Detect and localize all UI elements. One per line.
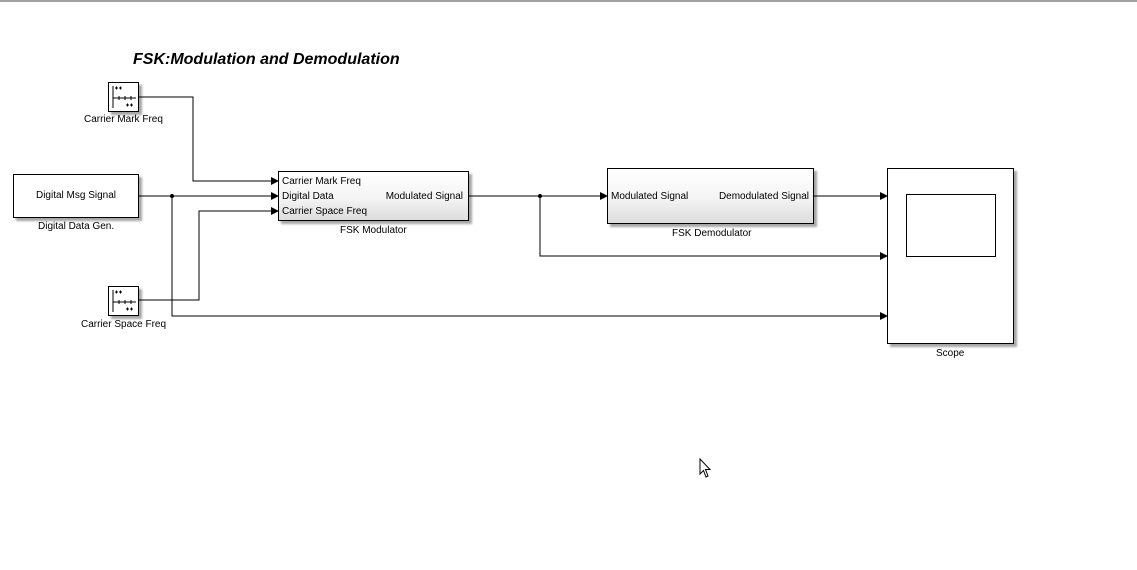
mouse-cursor-icon	[699, 458, 712, 478]
scope-caption: Scope	[936, 348, 965, 359]
wire-modulated-to-scope	[539, 196, 888, 260]
fsk-modulator-caption: FSK Modulator	[340, 225, 407, 236]
demodulator-in-port-modulated: Modulated Signal	[611, 191, 689, 202]
modulator-out-port-modulated: Modulated Signal	[385, 191, 463, 202]
carrier-mark-freq-block[interactable]	[108, 82, 139, 112]
fsk-demodulator-block[interactable]: Modulated Signal Demodulated Signal	[607, 168, 814, 224]
modulator-in-port-digital-data: Digital Data	[282, 191, 334, 202]
carrier-mark-freq-caption: Carrier Mark Freq	[84, 114, 163, 125]
wire-carrier-space	[139, 207, 279, 301]
fsk-modulator-block[interactable]: Carrier Mark Freq Digital Data Carrier S…	[278, 171, 469, 221]
branch-point-digital	[170, 194, 174, 198]
modulator-in-port-carrier-mark: Carrier Mark Freq	[282, 176, 361, 187]
diagram-title: FSK:Modulation and Demodulation	[133, 51, 400, 68]
wire-carrier-mark	[139, 96, 279, 185]
fsk-demodulator-caption: FSK Demodulator	[672, 228, 752, 239]
demodulator-out-port-demodulated: Demodulated Signal	[718, 191, 809, 202]
modulator-in-port-carrier-space: Carrier Space Freq	[282, 206, 368, 217]
clock-source-icon	[112, 290, 136, 312]
clock-source-icon	[112, 86, 136, 108]
window-top-border	[0, 0, 1137, 2]
digital-msg-signal-block[interactable]: Digital Msg Signal	[13, 174, 139, 218]
carrier-space-freq-caption: Carrier Space Freq	[81, 319, 167, 330]
scope-block[interactable]	[887, 168, 1014, 344]
wire-digital-to-scope	[171, 196, 888, 320]
scope-screen-icon	[906, 194, 996, 257]
digital-data-gen-caption: Digital Data Gen.	[38, 221, 115, 232]
digital-msg-signal-label: Digital Msg Signal	[35, 190, 117, 201]
branch-point-modulated	[538, 194, 542, 198]
carrier-space-freq-block[interactable]	[108, 286, 139, 316]
